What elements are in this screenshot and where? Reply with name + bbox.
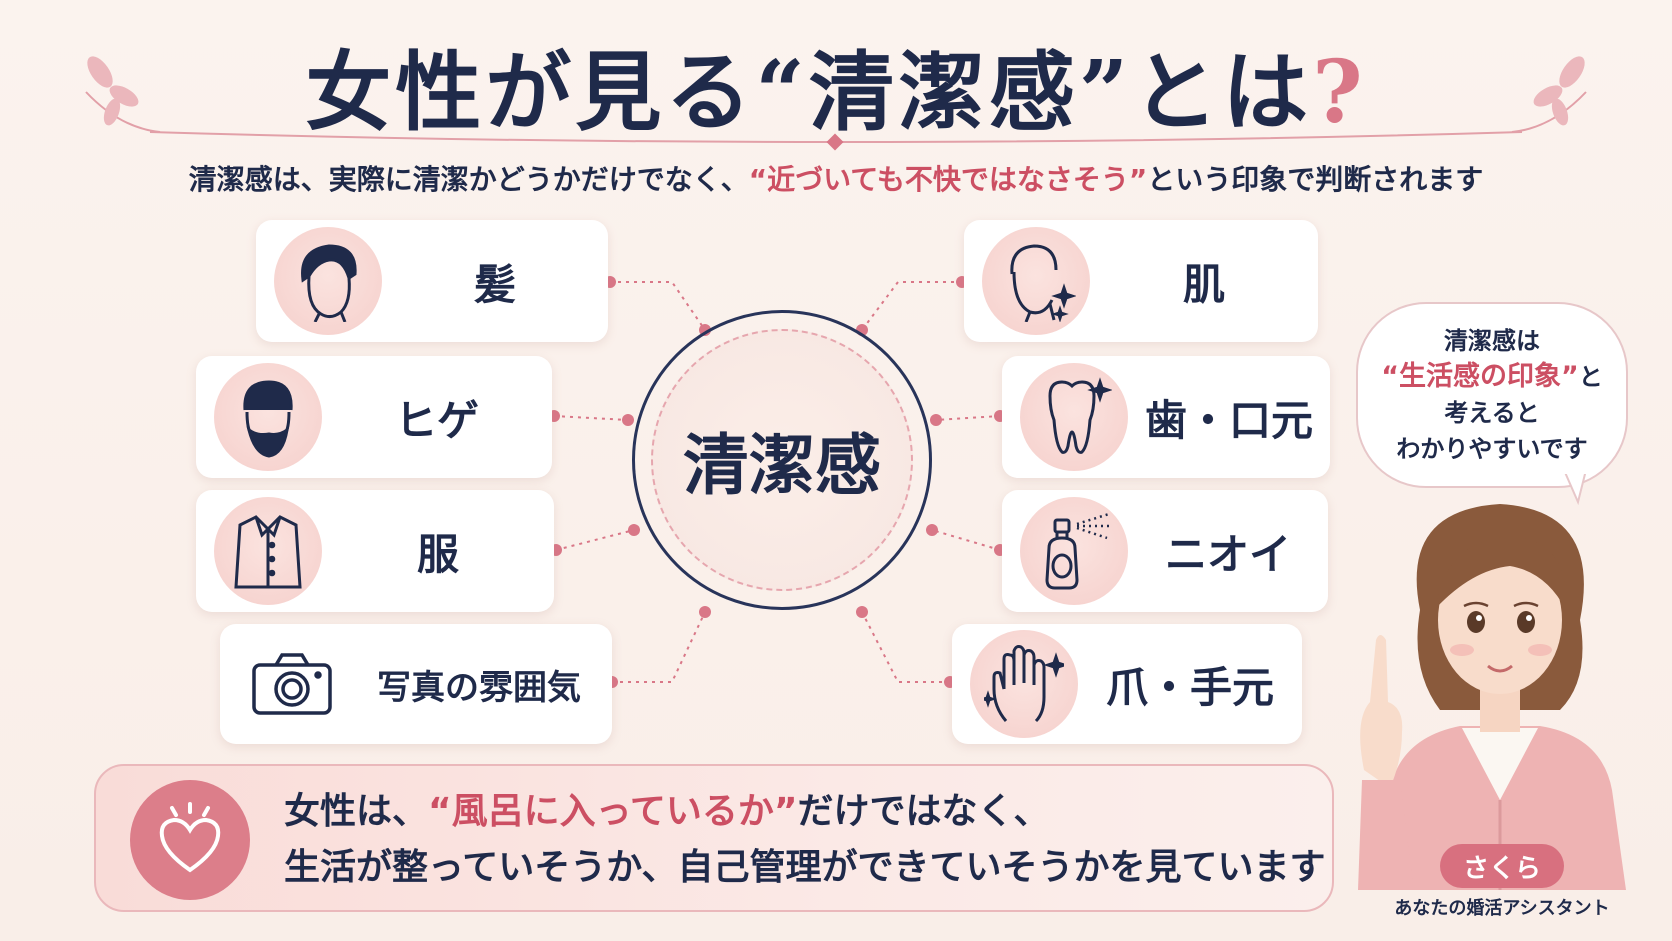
item-label-skin: 肌 <box>1182 259 1225 309</box>
assistant-role: あなたの婚活アシスタント <box>1394 898 1610 919</box>
hair-head-icon <box>274 227 382 335</box>
title-prefix: 女性が見る <box>305 42 756 143</box>
bottom-line-1: 女性は、“風呂に入っているか”だけではなく、 <box>284 784 1324 840</box>
item-label-photo: 写真の雰囲気 <box>377 667 581 708</box>
subtitle-accent: “近づいても不快ではなさそう” <box>748 163 1148 196</box>
item-label-smell: ニオイ <box>1164 529 1291 579</box>
bottom-line-2: 生活が整っていそうか、自己管理ができていそうかを見ています <box>284 847 1326 888</box>
bubble-line-1: 清潔感は <box>1444 327 1540 355</box>
item-card-teeth: 歯・口元 <box>1002 356 1330 478</box>
center-inner-circle: 清潔感 <box>651 329 913 591</box>
item-card-clothes: 服 <box>196 490 554 612</box>
skin-face-icon <box>982 227 1090 335</box>
item-card-nails: 爪・手元 <box>952 624 1302 744</box>
item-label-teeth: 歯・口元 <box>1144 395 1313 445</box>
camera-icon <box>238 630 346 738</box>
subtitle-before: 清潔感は、実際に清潔かどうかだけでなく、 <box>188 163 749 196</box>
item-card-skin: 肌 <box>964 220 1318 342</box>
bottom-callout: 女性は、“風呂に入っているか”だけではなく、 生活が整っていそうか、自己管理がで… <box>94 764 1334 912</box>
bottom-text: 女性は、“風呂に入っているか”だけではなく、 生活が整っていそうか、自己管理がで… <box>284 784 1326 896</box>
item-card-smell: ニオイ <box>1002 490 1328 612</box>
bubble-accent-suffix: と <box>1578 363 1603 391</box>
center-label: 清潔感 <box>683 426 881 504</box>
title-question-mark: ? <box>1312 42 1367 143</box>
item-card-hair: 髪 <box>256 220 608 342</box>
hand-icon <box>970 630 1078 738</box>
title-suffix: とは <box>1132 42 1313 143</box>
item-label-hair: 髪 <box>473 259 516 309</box>
tooth-icon <box>1020 363 1128 471</box>
assistant-avatar <box>1358 504 1626 890</box>
item-label-clothes: 服 <box>416 529 459 579</box>
bubble-line-3: 考えると <box>1444 399 1540 427</box>
item-card-photo: 写真の雰囲気 <box>220 624 612 744</box>
bottom-line-1-after: だけではなく、 <box>797 791 1050 832</box>
item-label-nails: 爪・手元 <box>1105 662 1274 712</box>
title-highlight: “清潔感” <box>755 42 1133 143</box>
page-title: 女性が見る“清潔感”とは? <box>0 22 1672 147</box>
bubble-line-4: わかりやすいです <box>1396 435 1588 463</box>
bottom-line-1-accent: “風呂に入っているか” <box>428 791 798 832</box>
subtitle-after: という印象で判断されます <box>1147 163 1484 196</box>
bubble-accent: “生活感の印象” <box>1381 361 1579 392</box>
center-node: 清潔感 <box>632 310 932 610</box>
heart-icon <box>130 780 250 900</box>
shirt-icon <box>214 497 322 605</box>
bubble-line-2: “生活感の印象”と <box>1381 359 1603 395</box>
perfume-bottle-icon <box>1020 497 1128 605</box>
speech-bubble: 清潔感は “生活感の印象”と 考えると わかりやすいです <box>1356 302 1628 488</box>
beard-face-icon <box>214 363 322 471</box>
item-card-beard: ヒゲ <box>196 356 552 478</box>
subtitle: 清潔感は、実際に清潔かどうかだけでなく、“近づいても不快ではなさそう”という印象… <box>0 158 1672 198</box>
bottom-line-1-before: 女性は、 <box>284 791 429 832</box>
item-label-beard: ヒゲ <box>394 395 479 445</box>
bubble-tail <box>1562 470 1588 506</box>
assistant-name-badge: さくら <box>1440 844 1564 888</box>
